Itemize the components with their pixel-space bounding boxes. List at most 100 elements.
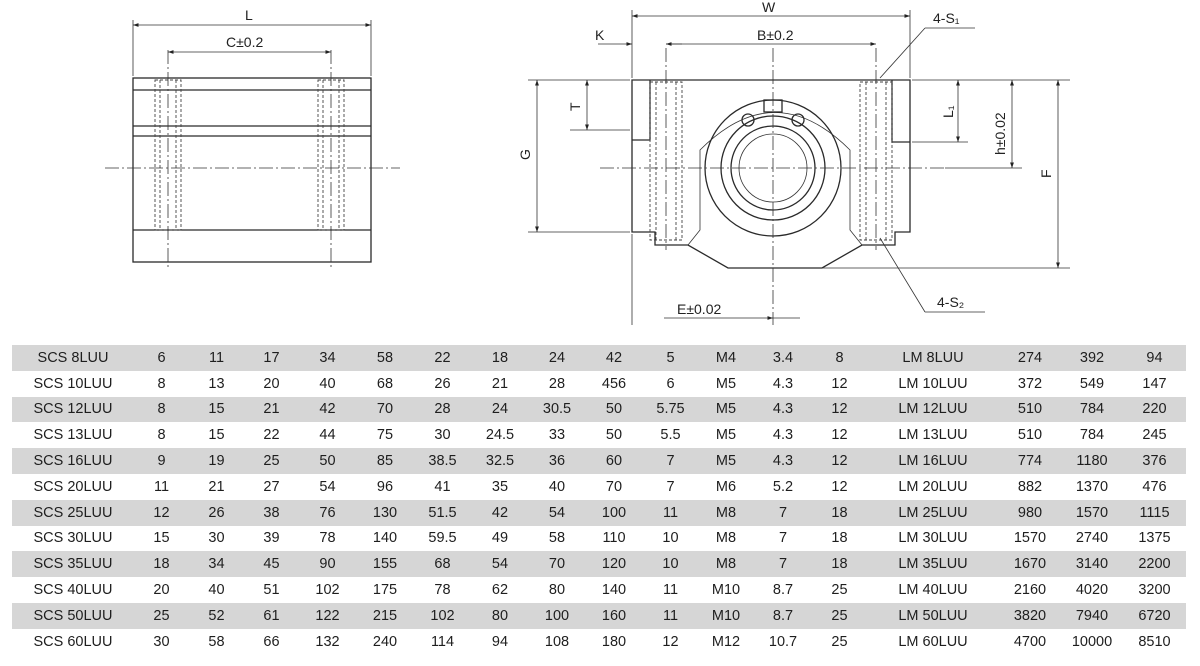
value-cell: 39 xyxy=(263,530,280,547)
value-cell: 68 xyxy=(414,551,471,578)
value-cell: 49 xyxy=(491,530,509,547)
value-cell: 100 xyxy=(529,602,585,629)
value-cell: 882 xyxy=(1017,478,1043,495)
value-cell: 18 xyxy=(134,551,189,578)
value-cell: 3820 xyxy=(999,602,1061,629)
value-cell: 59.5 xyxy=(428,530,457,547)
value-cell: 21 xyxy=(244,396,299,423)
value-cell: 58 xyxy=(208,633,225,650)
value-cell: 11 xyxy=(643,602,698,629)
value-cell: 4020 xyxy=(1075,582,1109,599)
value-cell: 102 xyxy=(315,582,340,599)
value-cell: 40 xyxy=(319,375,336,392)
value-cell: 372 xyxy=(1017,375,1043,392)
value-cell: 94 xyxy=(491,633,509,650)
value-cell: 110 xyxy=(602,530,626,547)
model-cell: SCS 8LUU xyxy=(12,345,134,371)
value-cell: 25 xyxy=(831,633,848,650)
dim-K-label: K xyxy=(595,27,605,43)
value-cell: 100 xyxy=(585,499,643,526)
value-cell: 2160 xyxy=(1013,582,1047,599)
value-cell: 3.4 xyxy=(754,345,812,371)
value-cell: 94 xyxy=(1123,345,1186,371)
value-cell: 18 xyxy=(471,345,529,371)
dim-L-label: L xyxy=(245,7,253,23)
value-cell: 8510 xyxy=(1138,633,1171,650)
value-cell: 58 xyxy=(548,530,566,547)
value-cell: M8 xyxy=(698,551,754,578)
value-cell: 7 xyxy=(643,448,698,474)
value-cell: 12 xyxy=(831,427,848,444)
value-cell: 155 xyxy=(356,551,414,578)
value-cell: 120 xyxy=(585,551,643,578)
value-cell: 50 xyxy=(605,427,623,444)
value-cell: 510 xyxy=(1017,427,1043,444)
value-cell: 774 xyxy=(999,448,1061,474)
value-cell: 15 xyxy=(153,530,170,547)
value-cell: 25 xyxy=(812,602,867,629)
value-cell: 52 xyxy=(189,602,244,629)
value-cell: 26 xyxy=(189,499,244,526)
value-cell: M4 xyxy=(698,345,754,371)
value-cell: 6 xyxy=(134,345,189,371)
value-cell: 54 xyxy=(471,551,529,578)
value-cell: 10 xyxy=(643,551,698,578)
value-cell: 11 xyxy=(662,582,679,599)
value-cell: 24 xyxy=(529,345,585,371)
value-cell: 122 xyxy=(299,602,356,629)
value-cell: 12 xyxy=(662,633,679,650)
value-cell: 24.5 xyxy=(485,427,515,444)
model-cell: LM 60LUU xyxy=(898,633,968,650)
value-cell: 70 xyxy=(529,551,585,578)
value-cell: 18 xyxy=(812,499,867,526)
value-cell: M10 xyxy=(698,602,754,629)
value-cell: M5 xyxy=(698,396,754,423)
model-cell: LM 50LUU xyxy=(867,602,999,629)
value-cell: 9 xyxy=(134,448,189,474)
value-cell: 8.7 xyxy=(754,602,812,629)
value-cell: 5.75 xyxy=(643,396,698,423)
callout-S2-label: 4-S₂ xyxy=(937,294,964,310)
value-cell: 50 xyxy=(299,448,356,474)
value-cell: 1370 xyxy=(1075,478,1109,495)
front-view: W K B±0.2 4-S₁ 4-S₂ G T L₁ h±0.02 xyxy=(517,0,1070,325)
value-cell: 784 xyxy=(1079,427,1105,444)
value-cell: 245 xyxy=(1142,427,1167,444)
dim-W-label: W xyxy=(762,0,776,15)
value-cell: 54 xyxy=(319,478,336,495)
value-cell: 132 xyxy=(315,633,340,650)
value-cell: 35 xyxy=(491,478,509,495)
value-cell: 4700 xyxy=(1013,633,1047,650)
value-cell: 4.3 xyxy=(754,448,812,474)
dim-h-label: h±0.02 xyxy=(992,112,1008,155)
value-cell: 28 xyxy=(414,396,471,423)
value-cell: 130 xyxy=(356,499,414,526)
value-cell: 45 xyxy=(244,551,299,578)
value-cell: 54 xyxy=(529,499,585,526)
value-cell: 34 xyxy=(299,345,356,371)
value-cell: 114 xyxy=(430,633,455,650)
value-cell: 1570 xyxy=(1013,530,1047,547)
value-cell: 4.3 xyxy=(754,396,812,423)
value-cell: 8 xyxy=(812,345,867,371)
value-cell: 22 xyxy=(263,427,280,444)
model-cell: LM 30LUU xyxy=(898,530,968,547)
value-cell: 80 xyxy=(548,582,566,599)
value-cell: 25 xyxy=(244,448,299,474)
model-cell: SCS 20LUU xyxy=(33,478,113,495)
value-cell: 1375 xyxy=(1138,530,1171,547)
value-cell: 160 xyxy=(585,602,643,629)
value-cell: 15 xyxy=(189,396,244,423)
dim-C-label: C±0.2 xyxy=(226,34,263,50)
value-cell: 68 xyxy=(376,375,394,392)
value-cell: 240 xyxy=(372,633,398,650)
value-cell: 549 xyxy=(1079,375,1105,392)
value-cell: 4.3 xyxy=(772,375,794,392)
model-cell: SCS 16LUU xyxy=(12,448,134,474)
